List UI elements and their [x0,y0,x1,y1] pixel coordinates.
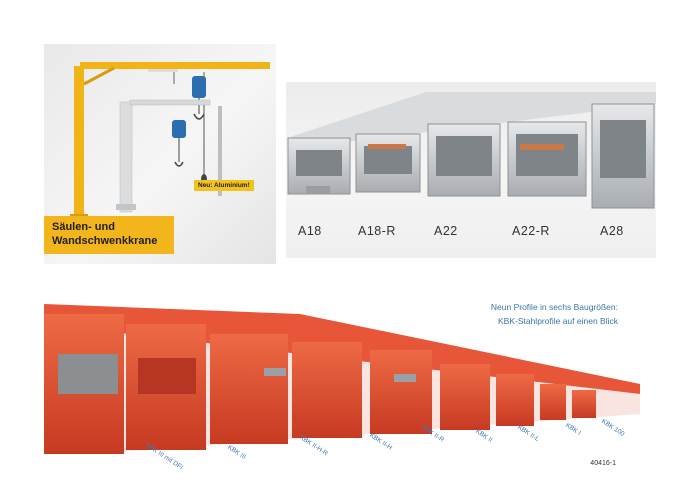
jib-crane-illustration [70,62,270,224]
profile-label-a28: A28 [600,224,624,238]
aluminium-profiles-illustration [287,92,656,209]
kbk-steel-profiles-illustration [44,304,640,454]
crane-product-panel: Neu: Aluminium! Säulen- und Wandschwenkk… [44,44,276,264]
profile-label-a18: A18 [298,224,322,238]
profile-label-a22-r: A22-R [512,224,550,238]
kbk-headline-line2: KBK-Stahlprofile auf einen Blick [497,316,618,326]
reference-number: 40416-1 [590,460,616,467]
profile-label-a22: A22 [434,224,458,238]
kbk-headline-line1: Neun Profile in sechs Baugrößen: [490,302,618,312]
aluminium-badge: Neu: Aluminium! [194,180,254,191]
profile-label-a18-r: A18-R [358,224,396,238]
crane-title-line2: Wandschwenkkrane [52,235,158,247]
kbk-headline: Neun Profile in sechs Baugrößen: KBK-Sta… [491,300,618,328]
crane-title-line1: Säulen- und [52,221,115,233]
aluminium-profiles-panel: A18 A18-R A22 A22-R A28 [286,82,656,258]
crane-title-banner: Säulen- und Wandschwenkkrane [44,216,174,254]
